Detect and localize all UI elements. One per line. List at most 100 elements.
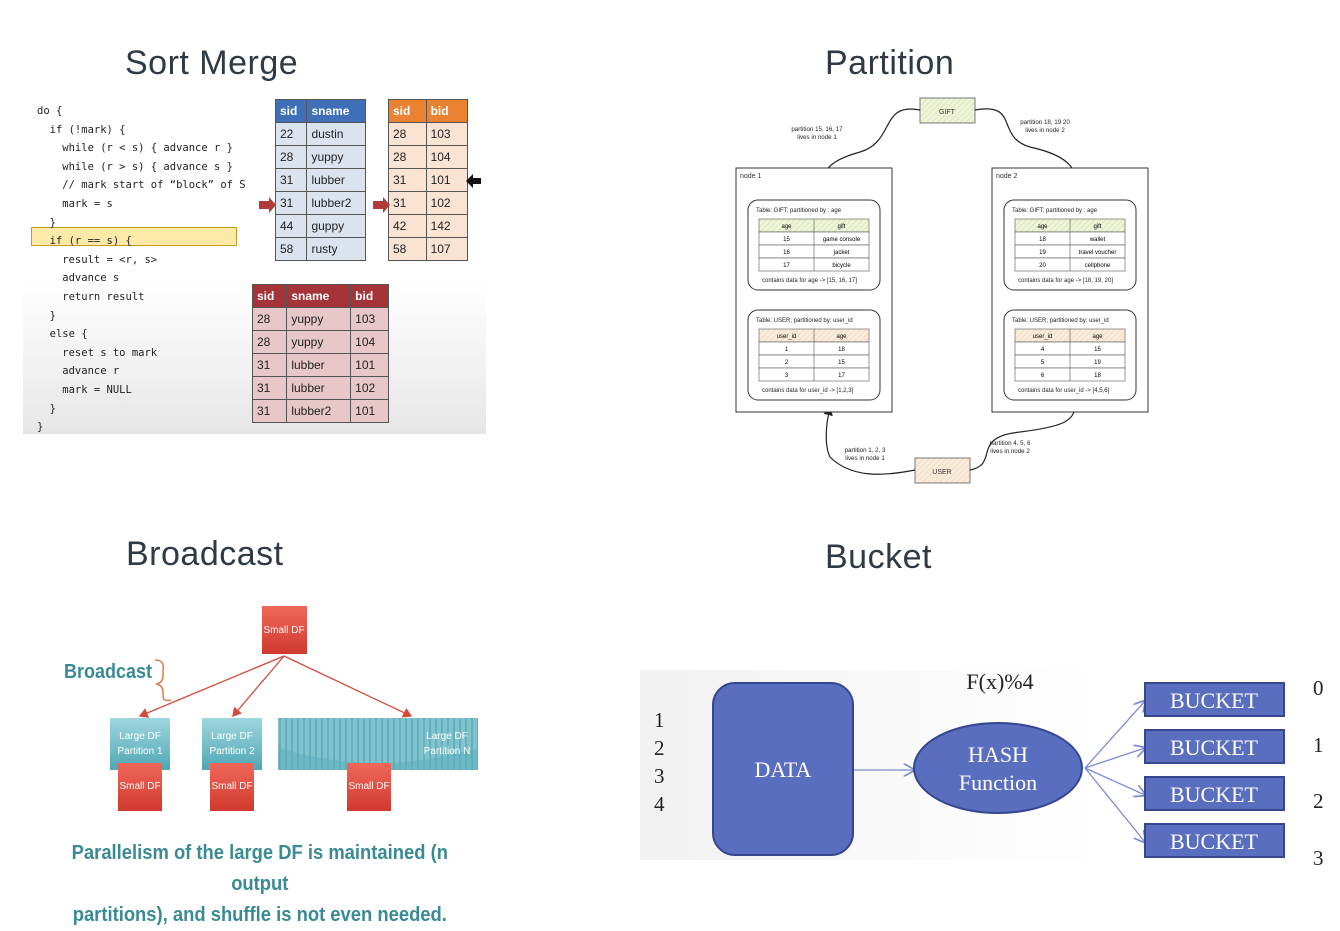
- hash-formula: F(x)%4: [966, 669, 1033, 694]
- hash-line-1: HASH: [968, 742, 1028, 767]
- table-cell: 28: [274, 145, 308, 169]
- large-df-partition-n: [278, 718, 478, 770]
- bucket-box: [1144, 823, 1285, 858]
- large-df-partition-1: [110, 718, 170, 770]
- table-cell: 101: [350, 399, 389, 423]
- svg-text:Small DF: Small DF: [348, 781, 389, 792]
- table-cell: 31: [251, 399, 288, 423]
- svg-text:Large DF: Large DF: [426, 731, 468, 742]
- table-cell: 142: [425, 214, 469, 238]
- gift-node1-note-1: partition 15, 16, 17: [791, 126, 843, 133]
- mini-header-cell: gift: [837, 224, 845, 230]
- table-note: contains data for user_id -> [4,5,6]: [1018, 388, 1110, 394]
- table-cell: 58: [274, 237, 308, 261]
- header-cell: bid: [425, 99, 469, 123]
- red-arrow-sailors: [259, 197, 276, 213]
- heading-sort-merge: Sort Merge: [125, 44, 299, 82]
- table-cell: 28: [388, 145, 427, 169]
- large-df-partition-2: [202, 718, 262, 770]
- user-to-node1-arrow: [823, 406, 916, 475]
- small-df-top: [262, 606, 307, 654]
- mini-cell: 18: [1039, 237, 1046, 243]
- number-2: 2: [654, 736, 665, 760]
- number-3: 3: [654, 764, 665, 788]
- gift-label: GIFT: [939, 109, 956, 116]
- broadcast-caption: Parallelism of the large DF is maintaine…: [62, 838, 458, 931]
- svg-text:Small DF: Small DF: [119, 781, 160, 792]
- mini-cell: 20: [1039, 263, 1046, 269]
- mini-cell: jacket: [833, 250, 850, 256]
- mini-cell: 5: [1041, 360, 1045, 366]
- bucket-box: [1144, 729, 1285, 764]
- mini-header-cell: gift: [1093, 224, 1101, 230]
- table-cell: lubber: [306, 168, 366, 192]
- mini-cell: 3: [785, 373, 789, 379]
- table-title: Table: GIFT; partitioned by : age: [1012, 208, 1098, 214]
- mini-header-cell: user_id: [777, 334, 797, 340]
- user-node2-note-2: lives in node 2: [990, 448, 1030, 455]
- mini-cell: wallet: [1089, 237, 1106, 243]
- number-1: 1: [654, 708, 665, 732]
- svg-text:Partition 2: Partition 2: [209, 746, 254, 757]
- table-cell: 28: [388, 122, 427, 146]
- header-cell: sid: [388, 99, 427, 123]
- data-label: DATA: [755, 757, 812, 782]
- mini-cell: 18: [1094, 373, 1101, 379]
- header-cell: sid: [251, 284, 288, 308]
- table-note: contains data for age -> [18, 19, 20]: [1018, 278, 1113, 284]
- table-cell: 104: [350, 330, 389, 354]
- hash-to-bucket-arrow: [1084, 748, 1145, 769]
- hash-function: [913, 722, 1083, 814]
- gift-box: [919, 97, 976, 124]
- user-node1-note-1: partition 1, 2, 3: [845, 447, 886, 454]
- table-cell: guppy: [306, 214, 366, 238]
- bucket-label: BUCKET: [1170, 688, 1259, 713]
- table-title: Table: USER; partitioned by: user_id: [1012, 318, 1109, 324]
- user-box: [914, 457, 971, 484]
- user-label: USER: [932, 469, 951, 476]
- user-node2-note-1: partition 4, 5, 6: [990, 440, 1031, 447]
- header-cell: bid: [350, 284, 389, 308]
- heading-broadcast: Broadcast: [126, 535, 284, 573]
- mini-cell: 19: [1039, 250, 1046, 256]
- data-box: [712, 682, 854, 856]
- hash-to-bucket-arrow: [1084, 767, 1145, 842]
- mini-cell: 19: [1094, 360, 1101, 366]
- table-title: Table: USER; partitioned by: user_id: [756, 318, 853, 324]
- node-label: node 1: [740, 173, 762, 180]
- mini-cell: 17: [783, 263, 790, 269]
- number-4: 4: [654, 792, 665, 816]
- hash-to-bucket-arrow: [1084, 701, 1145, 769]
- red-arrow-reserves: [373, 197, 390, 213]
- table-cell: 31: [274, 168, 308, 192]
- header-cell: sname: [286, 284, 352, 308]
- hash-line-2: Function: [959, 770, 1037, 795]
- table-cell: 28: [251, 307, 288, 331]
- svg-text:Small DF: Small DF: [211, 781, 252, 792]
- mini-cell: game console: [823, 237, 861, 243]
- gift-node1-note-2: lives in node 1: [797, 134, 837, 141]
- mini-header-cell: age: [1037, 224, 1048, 230]
- black-arrow-reserves: [466, 174, 481, 188]
- svg-text:Partition N: Partition N: [424, 746, 471, 757]
- table-cell: 31: [388, 168, 427, 192]
- table-cell: 58: [388, 237, 427, 261]
- arrow-to-p1: [138, 655, 285, 718]
- table-cell: 31: [388, 191, 427, 215]
- table-note: contains data for age -> [15, 16, 17]: [762, 278, 857, 284]
- gift-node2-note-1: partition 18, 19 20: [1020, 119, 1070, 126]
- mini-cell: 16: [783, 250, 790, 256]
- table-cell: 101: [425, 168, 469, 192]
- hash-to-bucket-arrow: [1084, 767, 1145, 795]
